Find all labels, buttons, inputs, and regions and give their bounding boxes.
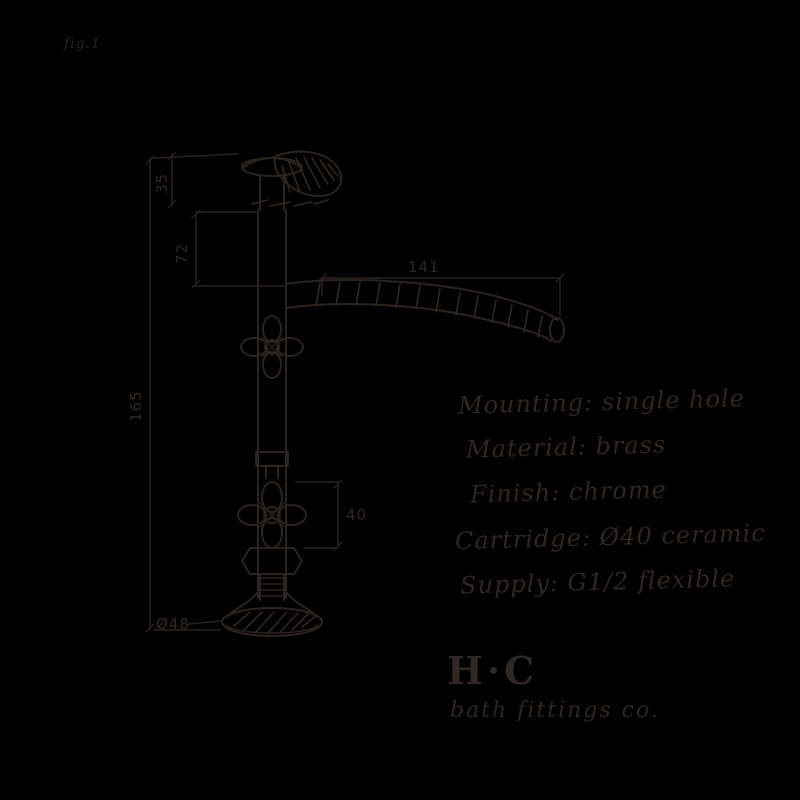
dim-cap-label: 35 bbox=[153, 173, 171, 194]
faucet-lever-handle bbox=[251, 150, 343, 207]
valve-cartridge bbox=[237, 451, 307, 601]
lever-hatching bbox=[251, 156, 339, 207]
dim-height-label: 165 bbox=[127, 390, 145, 422]
figure-label: fig.1 bbox=[64, 36, 101, 52]
base-hatching bbox=[233, 611, 317, 634]
brand-tagline: bath fittings co. bbox=[450, 698, 660, 723]
faucet-body-column bbox=[257, 209, 287, 599]
dim-reach-label: 141 bbox=[408, 258, 440, 276]
dim-base-label: Ø48 bbox=[156, 615, 190, 633]
faucet-base-flange bbox=[221, 591, 323, 637]
threaded-shank bbox=[259, 573, 285, 601]
spec-note-line: Material: brass bbox=[465, 430, 667, 464]
spec-note-line: Finish: chrome bbox=[469, 475, 668, 509]
spout-outlet bbox=[549, 317, 565, 343]
spout-hatching bbox=[315, 281, 543, 338]
dim-upper-segment: 72 bbox=[173, 209, 285, 289]
dim-cap-height: 35 bbox=[153, 151, 177, 209]
dim-valve-height: 40 bbox=[295, 479, 367, 551]
faucet-spout bbox=[285, 279, 565, 343]
dim-overall-height: 165 bbox=[127, 153, 239, 633]
faucet-top-cap bbox=[241, 157, 303, 211]
dim-valve-label: 40 bbox=[346, 506, 367, 524]
dim-upper-label: 72 bbox=[173, 243, 191, 264]
hex-nut bbox=[240, 547, 304, 575]
dim-spout-reach: 141 bbox=[317, 258, 565, 317]
brand-logo-text: H·C bbox=[447, 648, 539, 693]
dim-base-diameter: Ø48 bbox=[156, 615, 221, 633]
cross-handle-upper bbox=[240, 315, 304, 379]
